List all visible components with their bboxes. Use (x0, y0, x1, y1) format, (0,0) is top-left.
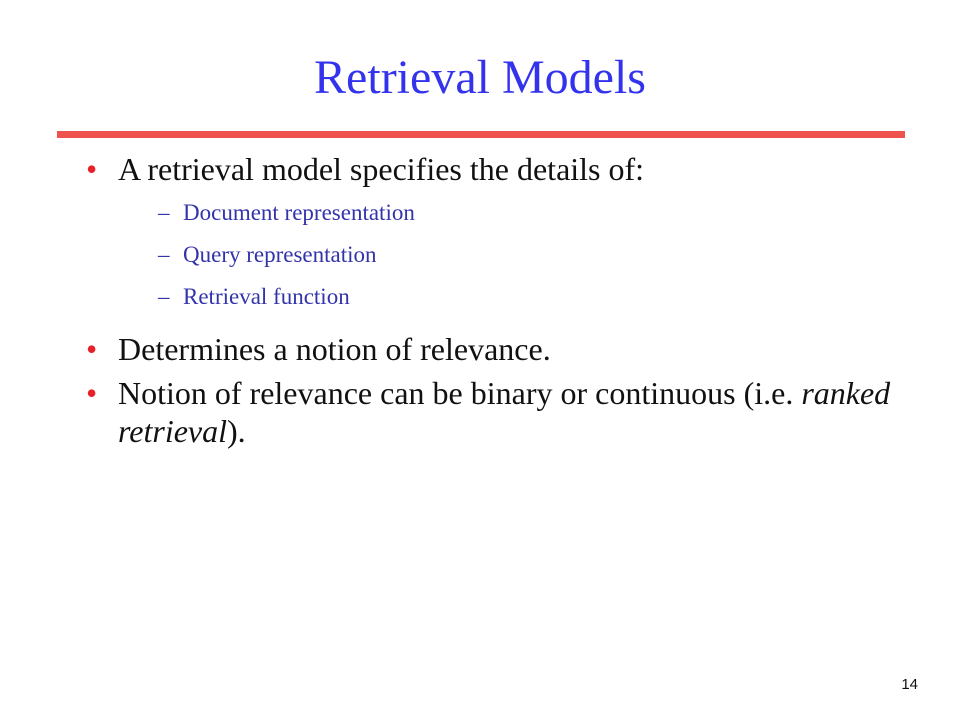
dash-marker-icon: – (158, 242, 170, 267)
sub-bullet-item: – Document representation (143, 192, 926, 234)
bullet-marker-icon: • (86, 151, 98, 187)
bullet-text: A retrieval model specifies the details … (118, 151, 645, 187)
dash-marker-icon: – (158, 284, 170, 309)
bullet-text-italic: ranked retrieval (118, 375, 891, 449)
sub-bullet-text: Retrieval function (183, 284, 350, 309)
bullet-marker-icon: • (86, 331, 98, 367)
dash-marker-icon: – (158, 200, 170, 225)
sub-bullet-list: – Document representation – Query repres… (118, 192, 926, 318)
slide-title: Retrieval Models (314, 51, 646, 104)
page-number: 14 (901, 676, 918, 693)
bullet-item: • Notion of relevance can be binary or c… (86, 374, 926, 450)
sub-bullet-item: – Retrieval function (143, 276, 926, 318)
bullet-item: • Determines a notion of relevance. (86, 330, 926, 368)
title-divider (57, 131, 905, 138)
bullet-marker-icon: • (86, 375, 98, 411)
sub-bullet-text: Query representation (183, 242, 377, 267)
bullet-text-plain-end: ). (227, 413, 246, 449)
bullet-item: • A retrieval model specifies the detail… (86, 150, 926, 318)
sub-bullet-text: Document representation (183, 200, 415, 225)
sub-bullet-item: – Query representation (143, 234, 926, 276)
bullet-text: Notion of relevance can be binary or con… (118, 374, 926, 450)
bullet-text: Determines a notion of relevance. (118, 331, 551, 367)
bullet-list: • A retrieval model specifies the detail… (86, 150, 926, 456)
bullet-text-plain: Notion of relevance can be binary or con… (118, 375, 802, 411)
